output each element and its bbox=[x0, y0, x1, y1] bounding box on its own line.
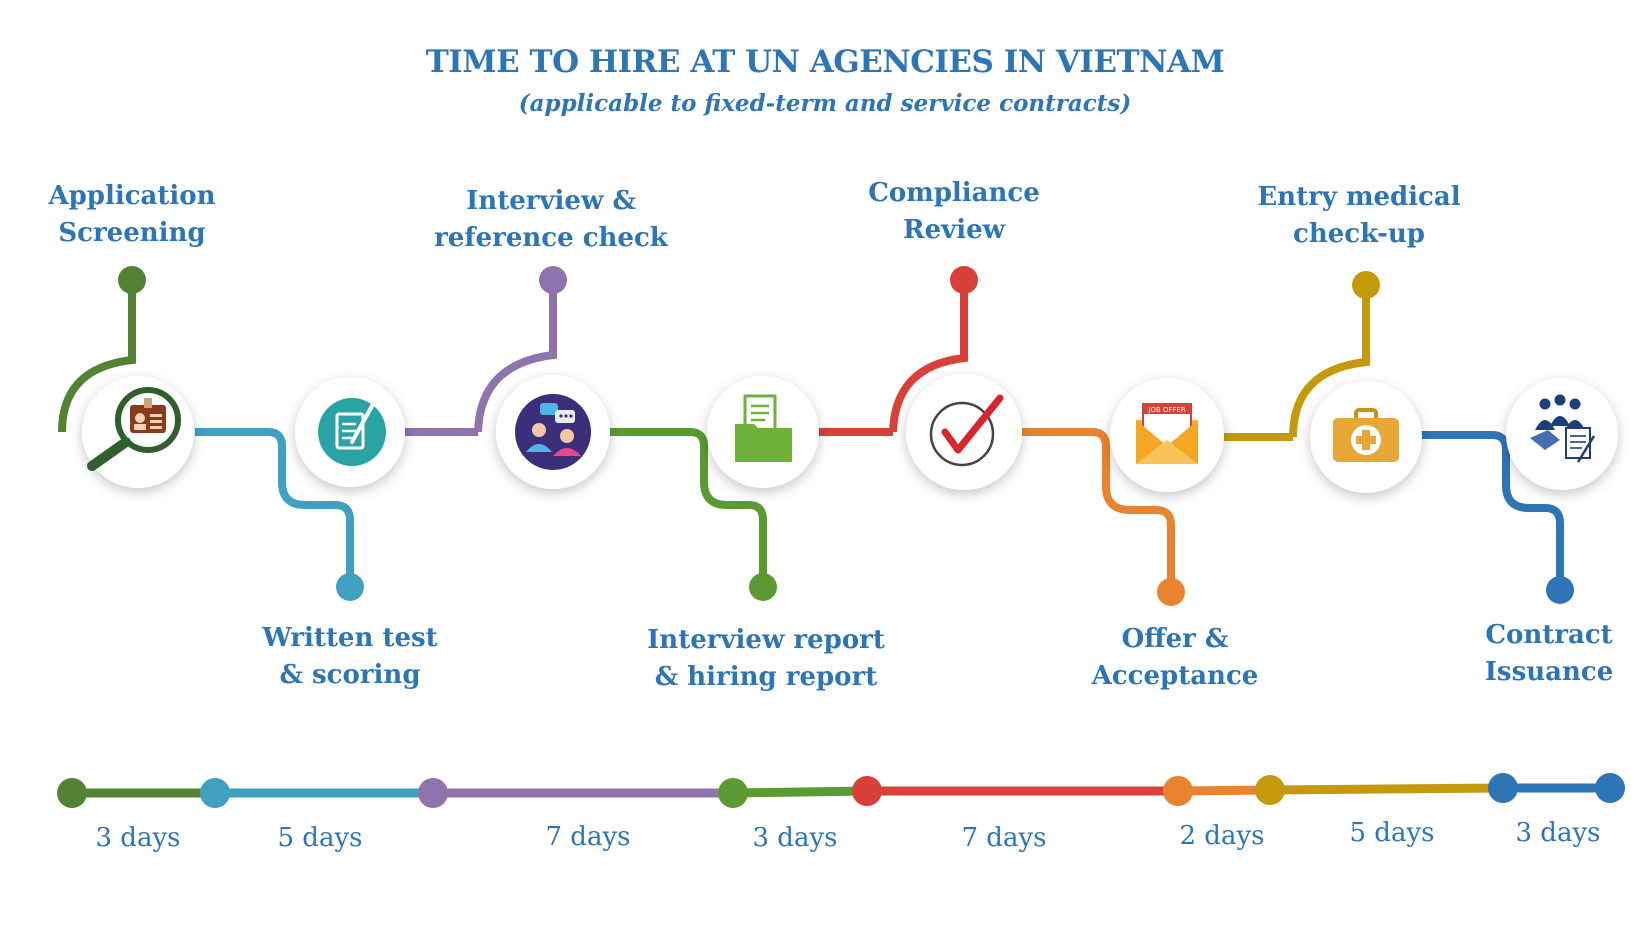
file-folder-icon bbox=[735, 394, 792, 462]
step-label-compliance-review: Compliance Review bbox=[868, 178, 1040, 245]
timeline-node bbox=[718, 778, 748, 808]
step-circle-entry-medical bbox=[1310, 381, 1422, 493]
written-document-icon bbox=[318, 398, 386, 466]
timeline-node bbox=[852, 776, 882, 806]
duration-label: 3 days bbox=[1515, 818, 1601, 848]
step-circle-interview-reference bbox=[496, 375, 610, 489]
duration-label: 5 days bbox=[1349, 818, 1435, 848]
step-label-offer-acceptance: Offer & Acceptance bbox=[1091, 624, 1259, 691]
step-label-interview-reference: Interview & reference check bbox=[434, 186, 668, 253]
step-circle-compliance-review bbox=[906, 374, 1022, 490]
pin-entry-medical bbox=[1352, 271, 1380, 299]
stem-application-screening bbox=[58, 282, 136, 433]
stem-interview-reference bbox=[474, 282, 557, 433]
timeline-node bbox=[1595, 773, 1625, 803]
pin-written-test bbox=[336, 573, 364, 601]
duration-label: 2 days bbox=[1179, 821, 1265, 851]
pin-interview-reference bbox=[539, 266, 567, 294]
step-circle-contract-issuance bbox=[1506, 378, 1618, 490]
step-label-written-test: Written test & scoring bbox=[262, 623, 438, 690]
timeline-node bbox=[1488, 773, 1518, 803]
timeline-node bbox=[1163, 776, 1193, 806]
timeline-node bbox=[1255, 775, 1285, 805]
step-circle-interview-report bbox=[707, 376, 819, 488]
checkmark-icon bbox=[929, 394, 1004, 467]
duration-label: 7 days bbox=[545, 822, 631, 852]
step-circle-application-screening bbox=[82, 376, 194, 488]
duration-label: 7 days bbox=[961, 823, 1047, 853]
duration-label: 3 days bbox=[752, 823, 838, 853]
step-label-interview-report: Interview report & hiring report bbox=[647, 625, 885, 692]
timeline-segment bbox=[1269, 783, 1504, 795]
pin-compliance-review bbox=[950, 266, 978, 294]
medical-kit-icon bbox=[1333, 408, 1399, 462]
pin-contract-issuance bbox=[1546, 576, 1574, 604]
connector-1-2 bbox=[195, 428, 354, 580]
timeline-node bbox=[57, 778, 87, 808]
step-label-application-screening: Application Screening bbox=[48, 181, 216, 248]
step-label-entry-medical: Entry medical check-up bbox=[1257, 182, 1461, 249]
interview-people-icon bbox=[515, 394, 591, 470]
stem-compliance-review bbox=[889, 282, 968, 433]
connector-7-8 bbox=[1420, 431, 1564, 580]
timeline-node bbox=[418, 778, 448, 808]
magnifier-id-card-icon bbox=[87, 387, 181, 471]
connector-3-4 bbox=[605, 428, 767, 580]
job-offer-envelope-icon: JOB OFFER bbox=[1136, 403, 1198, 464]
timeline-node bbox=[200, 778, 230, 808]
step-circle-offer-acceptance: JOB OFFER bbox=[1110, 378, 1224, 492]
stem-entry-medical bbox=[1289, 287, 1370, 438]
pin-offer-acceptance bbox=[1157, 578, 1185, 606]
connector-5-6 bbox=[1022, 428, 1175, 585]
duration-timeline bbox=[57, 773, 1625, 808]
duration-label: 5 days bbox=[277, 823, 363, 853]
handshake-contract-icon bbox=[1530, 394, 1596, 463]
timeline-segment bbox=[732, 786, 868, 798]
page-subtitle: (applicable to fixed-term and service co… bbox=[518, 90, 1132, 117]
step-label-contract-issuance: Contract Issuance bbox=[1484, 620, 1614, 687]
step-circle-written-test bbox=[295, 377, 405, 487]
job-offer-text: JOB OFFER bbox=[1147, 406, 1186, 414]
timeline-segment bbox=[1177, 785, 1271, 796]
duration-label: 3 days bbox=[95, 823, 181, 853]
pin-interview-report bbox=[749, 573, 777, 601]
page-title: TIME TO HIRE AT UN AGENCIES IN VIETNAM bbox=[425, 44, 1225, 80]
pin-application-screening bbox=[118, 266, 146, 294]
